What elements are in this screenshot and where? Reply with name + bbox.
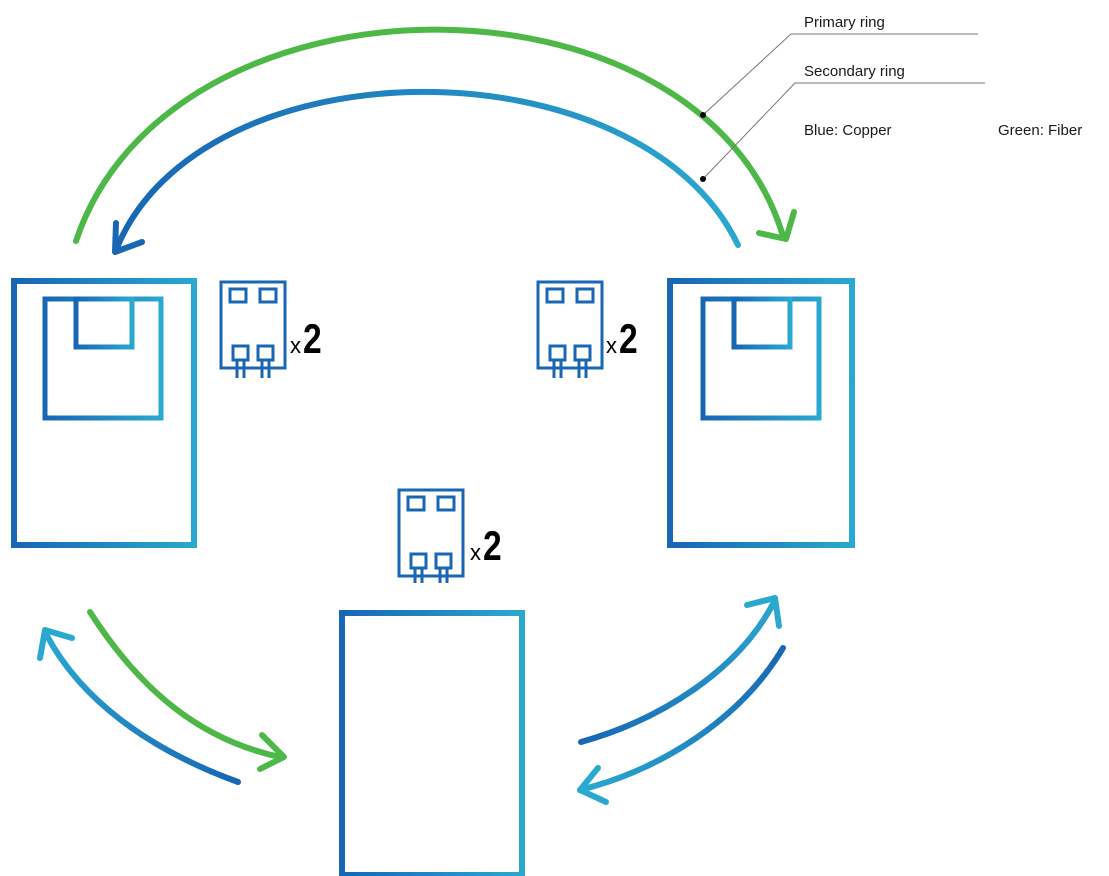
bottom-left-green-arc [87,609,283,760]
secondary-ring-arc [113,88,741,253]
legend-fiber: Green: Fiber [998,122,1083,139]
bottom-left-blue-arc [42,629,241,785]
multiplier-right-count: 2 [619,315,638,362]
multiplier-left: x2 [290,318,326,360]
cabinet-center [339,610,525,876]
multiplier-left-x: x [290,333,301,358]
multiplier-left-count: 2 [303,315,322,362]
primary-ring-arc [73,26,786,244]
primary-ring-leader-dot [700,112,706,118]
secondary-ring-leader [702,82,985,180]
bottom-left-green-arrowhead [257,732,287,772]
secondary-ring-arrowhead [112,220,145,255]
primary-ring-leader [702,33,978,116]
bottom-right-lower-arrowhead [577,765,609,805]
bottom-right-upper-arc [578,597,778,745]
bottom-right-upper-arrowhead [744,595,782,629]
multiplier-right: x2 [606,318,642,360]
secondary-ring-leader-dot [700,176,706,182]
transceiver-icon-center [397,488,465,583]
cabinet-right [667,278,855,548]
bottom-right-lower-arc [577,645,786,793]
bottom-left-blue-arrowhead [37,627,75,661]
multiplier-right-x: x [606,333,617,358]
secondary-ring-label: Secondary ring [804,63,905,80]
multiplier-center-count: 2 [483,522,502,569]
multiplier-center-x: x [470,540,481,565]
transceiver-icon-left [219,280,287,378]
cabinet-left [11,278,197,548]
legend-copper: Blue: Copper [804,122,892,139]
primary-ring-label: Primary ring [804,14,885,31]
transceiver-icon-right [536,280,604,378]
primary-ring-arrowhead [756,209,797,242]
multiplier-center: x2 [470,525,506,567]
